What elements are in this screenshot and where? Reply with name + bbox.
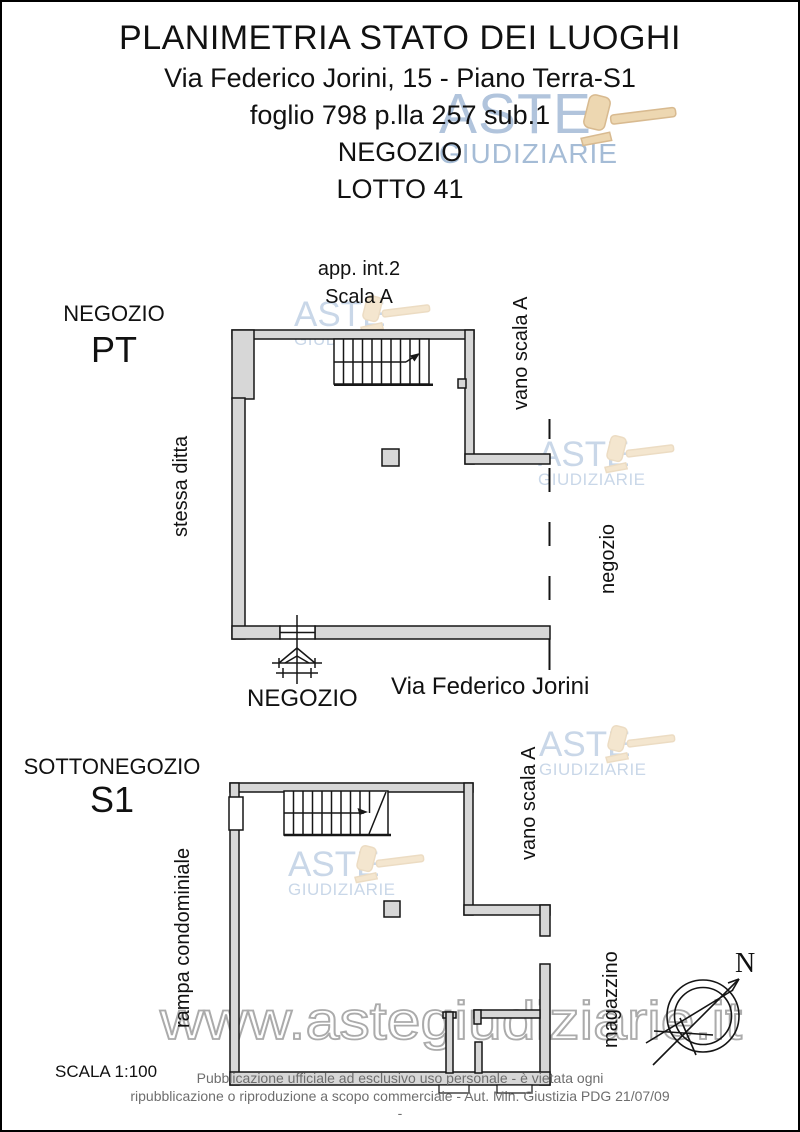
logo-giudiziarie-text: GIUDIZIARIE bbox=[539, 760, 647, 779]
gavel-icon bbox=[360, 295, 431, 334]
watermark-logo-s1-middle: ASTE GIUDIZIARIE bbox=[288, 845, 425, 899]
plan-s1-level: S1 bbox=[89, 779, 135, 820]
page-title: PLANIMETRIA STATO DEI LUOGHI bbox=[119, 19, 681, 57]
s1-stairwell-label: vano scala A bbox=[518, 746, 540, 860]
gavel-icon bbox=[580, 94, 677, 147]
gavel-icon bbox=[604, 435, 675, 474]
pt-left-label: stessa ditta bbox=[170, 435, 192, 537]
s1-right-label: magazzino bbox=[600, 951, 622, 1048]
aste-giudiziarie-logo: ASTE GIUDIZIARIE bbox=[439, 82, 677, 169]
s1-lightwells bbox=[438, 1084, 533, 1094]
pt-right-label: negozio bbox=[597, 523, 619, 594]
pt-stair-label-2: Scala A bbox=[325, 286, 393, 308]
plan-pt-level: PT bbox=[90, 329, 137, 370]
s1-partition-walls bbox=[442, 1009, 541, 1074]
pt-stairwell-label: vano scala A bbox=[510, 296, 532, 410]
scale-label: SCALA 1:100 bbox=[55, 1062, 158, 1081]
header: PLANIMETRIA STATO DEI LUOGHI Via Federic… bbox=[2, 16, 798, 208]
property-type-line: NEGOZIO bbox=[337, 137, 463, 167]
plan-pt-walls bbox=[231, 329, 551, 640]
logo-giudiziarie-text: GIUDIZIARIE bbox=[538, 470, 646, 489]
cadastral-line: foglio 798 p.lla 257 sub.1 bbox=[249, 100, 551, 130]
watermark-logo-pt-right: ASTE GIUDIZIARIE bbox=[538, 435, 675, 489]
s1-left-door bbox=[228, 796, 244, 831]
pt-pillar bbox=[381, 448, 400, 467]
pt-stairs bbox=[333, 338, 433, 387]
watermark-logo-s1-top: ASTE GIUDIZIARIE bbox=[539, 725, 676, 779]
lot-line: LOTTO 41 bbox=[336, 174, 464, 204]
pt-stair-label-1: app. int.2 bbox=[317, 258, 401, 280]
address-line: Via Federico Jorini, 15 - Piano Terra-S1 bbox=[164, 63, 636, 93]
s1-stairs bbox=[283, 790, 391, 837]
plan-s1-walls bbox=[229, 782, 551, 1086]
street-label: Via Federico Jorini bbox=[391, 673, 590, 700]
north-label: N bbox=[735, 948, 756, 979]
footer-line-2: ripubblicazione o riproduzione a scopo c… bbox=[130, 1088, 670, 1104]
s1-pillar bbox=[383, 900, 401, 918]
gavel-icon bbox=[354, 845, 425, 884]
pt-entrance-symbol bbox=[272, 615, 322, 684]
plan-s1-name: SOTTONEGOZIO bbox=[23, 754, 201, 779]
s1-left-label: rampa condominiale bbox=[172, 847, 194, 1028]
plan-pt-name: NEGOZIO bbox=[63, 301, 165, 326]
footer-line-1: Pubblicazione ufficiale ad esclusivo uso… bbox=[196, 1070, 604, 1086]
footer-dash: - bbox=[397, 1105, 403, 1121]
logo-giudiziarie-text: GIUDIZIARIE bbox=[288, 880, 396, 899]
north-arrow bbox=[652, 978, 740, 1066]
compass-rose bbox=[645, 978, 740, 1066]
gavel-icon bbox=[605, 725, 676, 764]
pt-entrance-label: NEGOZIO bbox=[247, 685, 358, 712]
logo-aste-text: ASTE bbox=[439, 82, 592, 146]
